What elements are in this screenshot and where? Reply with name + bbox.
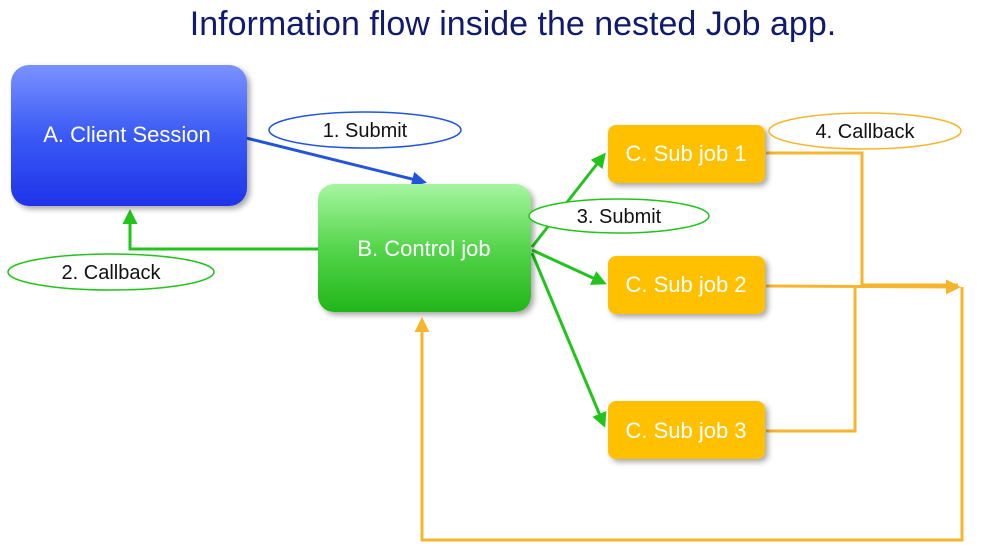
callback-line-sub-job-3 — [766, 287, 857, 433]
submit-arrow-to-sub-job-3 — [530, 252, 607, 428]
submit-1-oval: 1. Submit — [268, 111, 462, 149]
client-session-node: A. Client Session — [11, 65, 247, 206]
sub-job-3-node: C. Sub job 3 — [608, 401, 765, 459]
sub-job-3-label: C. Sub job 3 — [625, 418, 746, 443]
submit-arrows-to-sub-jobs — [530, 152, 607, 428]
callback-line-sub-job-1 — [766, 151, 958, 287]
diagram-title: Information flow inside the nested Job a… — [190, 5, 836, 43]
callback-4-oval: 4. Callback — [768, 112, 962, 150]
submit-1-label: 1. Submit — [323, 120, 408, 142]
callback-connectors — [414, 151, 964, 542]
sub-job-1-node: C. Sub job 1 — [608, 125, 765, 183]
sub-job-1-label: C. Sub job 1 — [625, 141, 746, 166]
control-job-node: B. Control job — [318, 184, 531, 312]
sub-job-2-label: C. Sub job 2 — [625, 272, 746, 297]
sub-job-2-node: C. Sub job 2 — [608, 256, 765, 314]
submit-arrow-to-sub-job-1 — [530, 152, 606, 248]
submit-3-label: 3. Submit — [577, 206, 662, 228]
client-session-label: A. Client Session — [43, 122, 211, 147]
submit-arrow-to-sub-job-2 — [531, 248, 607, 285]
callback-arrow-control-to-client — [122, 209, 318, 251]
control-job-label: B. Control job — [357, 236, 490, 261]
callback-2-label: 2. Callback — [62, 262, 162, 284]
callback-line-sub-job-2 — [765, 279, 961, 295]
callback-4-label: 4. Callback — [816, 121, 916, 143]
callback-2-oval: 2. Callback — [7, 253, 215, 291]
submit-3-oval: 3. Submit — [528, 198, 710, 234]
submit-arrow-client-to-control — [245, 136, 427, 187]
callback-return-line — [414, 287, 964, 542]
